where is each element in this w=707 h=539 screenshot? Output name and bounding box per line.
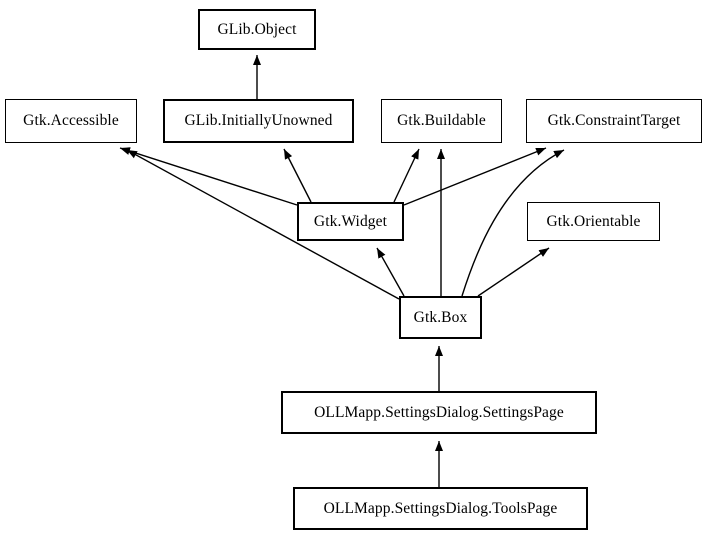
class-node-gtk-buildable[interactable]: Gtk.Buildable bbox=[381, 99, 502, 143]
inheritance-edge bbox=[461, 149, 565, 297]
inheritance-edge bbox=[126, 149, 400, 300]
class-node-label: Gtk.Widget bbox=[313, 212, 388, 230]
class-node-gtk-orientable[interactable]: Gtk.Orientable bbox=[527, 202, 660, 241]
inheritance-edge bbox=[477, 247, 550, 297]
class-node-label: GLib.Object bbox=[217, 20, 297, 38]
class-node-gtk-box[interactable]: Gtk.Box bbox=[399, 296, 482, 339]
inheritance-edge bbox=[283, 148, 312, 203]
inheritance-edge bbox=[403, 147, 547, 206]
class-node-glib-initiallyunowned[interactable]: GLib.InitiallyUnowned bbox=[163, 99, 354, 143]
class-node-gtk-accessible[interactable]: Gtk.Accessible bbox=[5, 99, 137, 143]
class-node-label: Gtk.Orientable bbox=[546, 212, 641, 230]
class-node-label: Gtk.Accessible bbox=[23, 112, 119, 130]
inheritance-edge bbox=[119, 147, 298, 206]
class-node-ollmapp-settingsdialog-settingspage[interactable]: OLLMapp.SettingsDialog.SettingsPage bbox=[281, 391, 597, 434]
class-node-gtk-widget[interactable]: Gtk.Widget bbox=[297, 202, 404, 241]
class-node-label: Gtk.ConstraintTarget bbox=[547, 112, 681, 130]
inheritance-edge bbox=[393, 148, 420, 203]
class-node-ollmapp-settingsdialog-toolspage[interactable]: OLLMapp.SettingsDialog.ToolsPage bbox=[293, 487, 588, 530]
class-node-label: Gtk.Box bbox=[413, 308, 468, 326]
inheritance-edge bbox=[376, 247, 405, 297]
class-node-label: Gtk.Buildable bbox=[397, 112, 486, 130]
class-node-label: GLib.InitiallyUnowned bbox=[184, 112, 333, 130]
class-node-glib-object[interactable]: GLib.Object bbox=[198, 9, 316, 50]
class-node-label: OLLMapp.SettingsDialog.SettingsPage bbox=[314, 403, 564, 421]
class-node-gtk-constrainttarget[interactable]: Gtk.ConstraintTarget bbox=[526, 99, 702, 143]
class-node-label: OLLMapp.SettingsDialog.ToolsPage bbox=[323, 499, 558, 517]
